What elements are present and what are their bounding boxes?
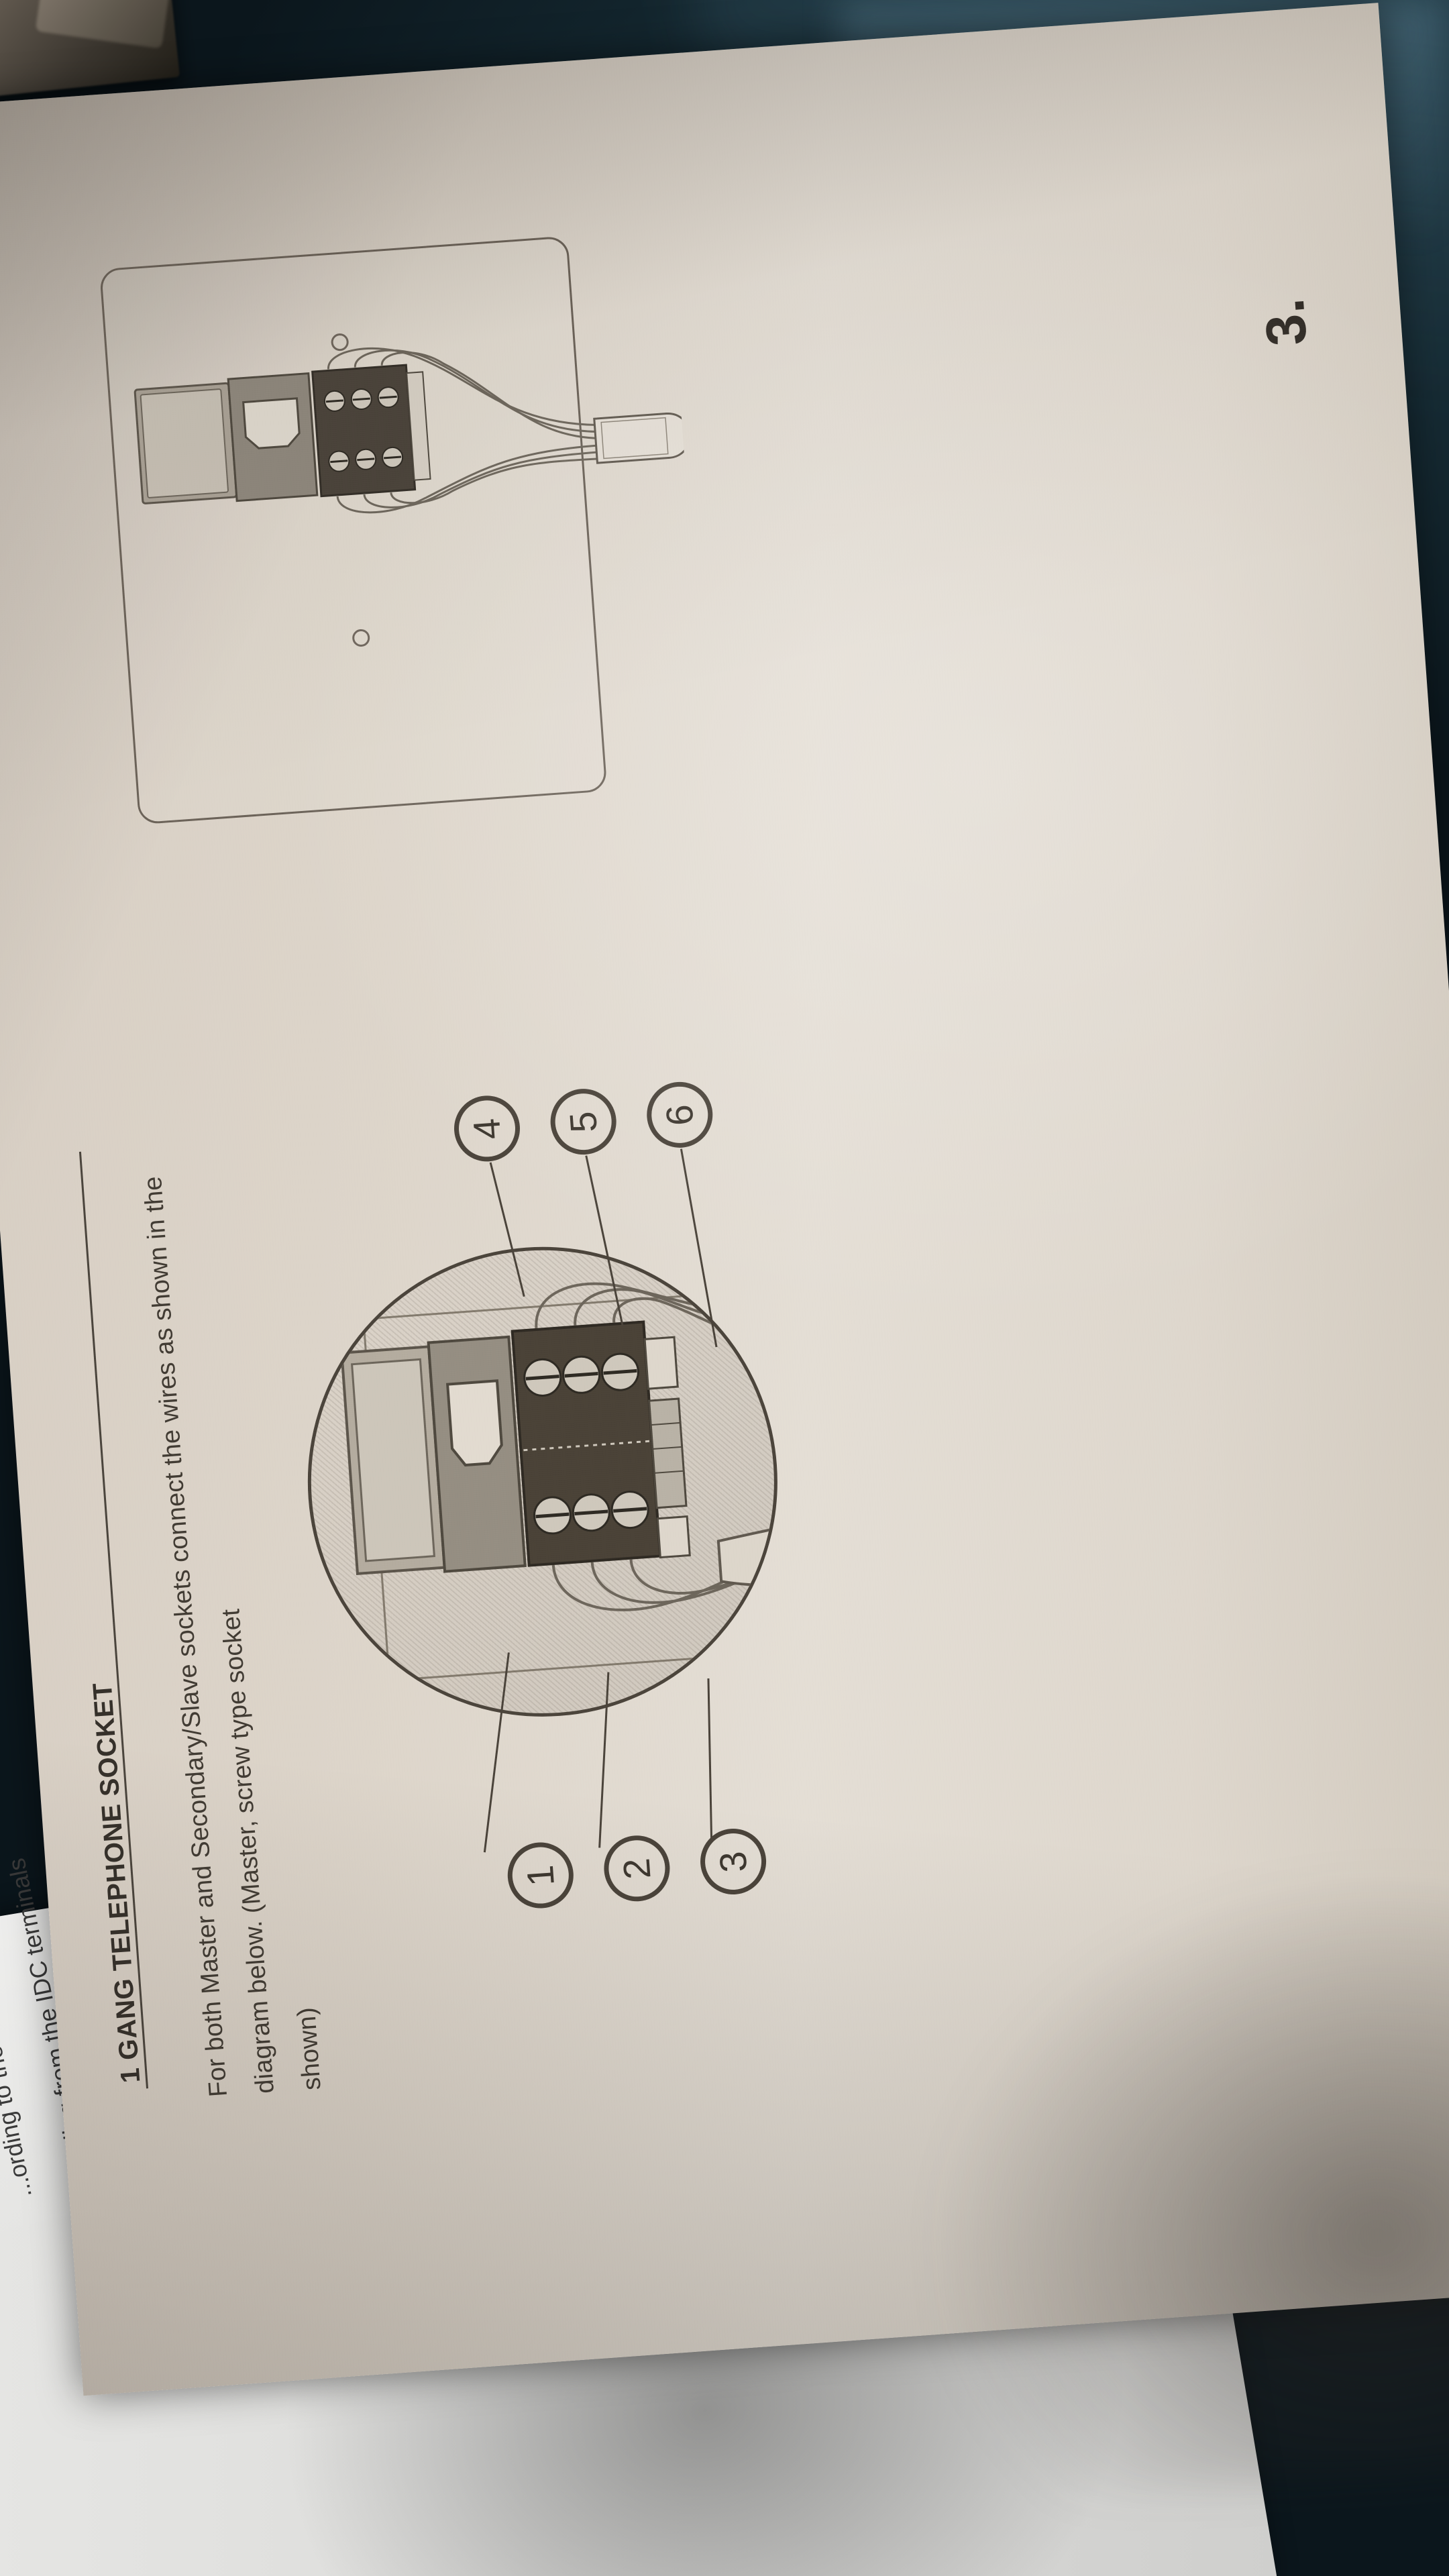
instruction-leaflet-page: 3. 1 GANG TELEPHONE SOCKET For both Mast… (0, 3, 1449, 2509)
magnifier-circle-icon (291, 1230, 794, 1733)
callout-5: 5 (548, 1086, 619, 1157)
callout-3-label: 3 (711, 1849, 755, 1874)
screw-hole-icon (352, 629, 371, 647)
callout-5-label: 5 (561, 1110, 606, 1134)
callout-4-label: 4 (465, 1116, 509, 1141)
step-3-number: 3. (1252, 296, 1319, 348)
callout-4: 4 (451, 1093, 523, 1164)
callout-6-label: 6 (657, 1103, 702, 1127)
callout-6: 6 (644, 1079, 715, 1150)
callout-2: 2 (602, 1833, 672, 1904)
callout-2-label: 2 (614, 1856, 659, 1881)
body-line: shown) (292, 2006, 327, 2092)
socket-module-magnified (339, 1282, 790, 1698)
leader-line-3 (707, 1678, 713, 1839)
step-2-line: ...ording to the BT (0, 2006, 37, 2200)
callout-1-label: 1 (519, 1863, 563, 1888)
page-title: 1 GANG TELEPHONE SOCKET (87, 1681, 146, 2084)
callout-1: 1 (505, 1840, 576, 1911)
socket-module-small (133, 347, 692, 514)
callout-3: 3 (698, 1826, 769, 1897)
